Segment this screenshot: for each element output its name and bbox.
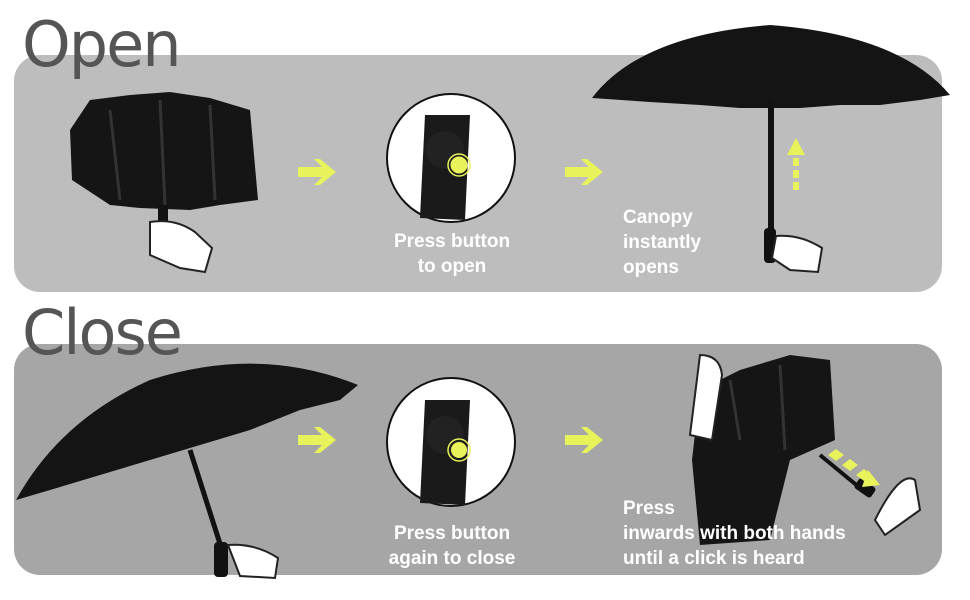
tilted-umbrella-icon bbox=[16, 363, 358, 577]
open-heading: Open bbox=[22, 8, 182, 81]
caption-line: inwards with both hands bbox=[623, 523, 846, 544]
close-step2-caption: Press button again to close bbox=[352, 521, 552, 571]
button-closeup-open bbox=[386, 93, 516, 223]
arrow-diagonal-icon bbox=[828, 449, 880, 487]
hand-icon bbox=[688, 353, 922, 537]
open-step2-caption: Press button to open bbox=[352, 229, 552, 279]
open-step3-caption: Canopy instantly opens bbox=[623, 205, 701, 280]
caption-line: Press button bbox=[393, 523, 511, 544]
caption-line: until a click is heard bbox=[623, 548, 805, 569]
caption-line: instantly bbox=[623, 232, 702, 253]
close-step3-caption: Press inwards with both hands until a cl… bbox=[623, 496, 846, 571]
button-closeup-close bbox=[386, 377, 516, 507]
arrow-up-icon bbox=[787, 138, 805, 190]
hand-icon bbox=[149, 220, 214, 274]
close-heading: Close bbox=[22, 296, 183, 369]
folding-umbrella-icon bbox=[692, 355, 876, 545]
caption-line: Canopy bbox=[623, 207, 693, 228]
caption-line: Press button bbox=[393, 231, 511, 252]
hand-icon bbox=[226, 543, 280, 580]
caption-line: to open bbox=[417, 256, 487, 277]
open-umbrella-icon bbox=[592, 25, 950, 263]
hand-icon bbox=[770, 234, 824, 274]
arrow-right-icon bbox=[298, 159, 603, 453]
caption-line: opens bbox=[623, 257, 679, 278]
caption-line: Press bbox=[623, 498, 675, 519]
caption-line: again to close bbox=[388, 548, 516, 569]
